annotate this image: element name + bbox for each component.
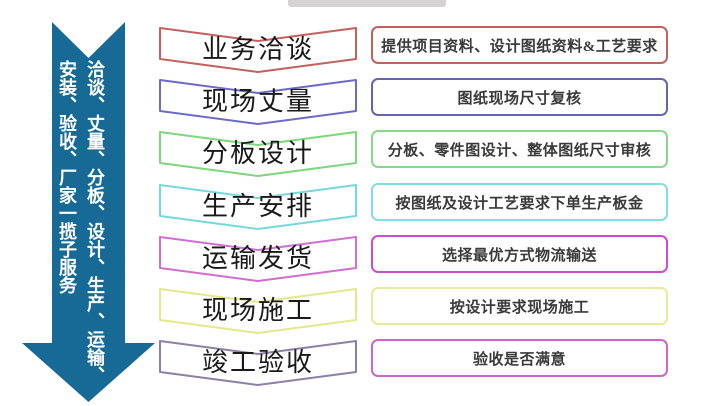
chevron-step-5: 运输发货 [159,236,357,282]
chevron-shape [159,27,357,73]
chevron-step-1: 业务洽谈 [159,27,357,73]
chevron-step-label: 竣工验收 [201,348,314,377]
description-box-2: 图纸现场尺寸复核 [371,78,668,116]
description-box-7: 验收是否满意 [371,339,668,377]
description-box-3: 分板、零件图设计、整体图纸尺寸审核 [371,130,668,168]
chevron-step-label: 业务洽谈 [201,35,314,64]
chevron-shape [159,79,357,125]
description-text: 按设计要求现场施工 [449,299,590,316]
chevron-shape [159,340,357,386]
chevron-step-7: 竣工验收 [159,340,357,386]
description-text: 验收是否满意 [472,351,566,368]
down-arrow-shape [22,22,155,402]
description-text: 选择最优方式物流输送 [441,247,597,264]
chevron-step-label: 现场施工 [201,296,314,325]
description-text: 图纸现场尺寸复核 [457,90,582,107]
chevron-shape [159,288,357,334]
chevron-step-label: 生产安排 [201,192,314,221]
chevron-step-label: 分板设计 [201,139,314,168]
chevron-step-4: 生产安排 [159,184,357,230]
chevron-shape [159,131,357,177]
description-box-4: 按图纸及设计工艺要求下单生产板金 [371,183,668,221]
arrow-vertical-text: 洽谈、丈量、分板、设计、生产、运输、 安装、验收、厂家一揽子服务 [51,60,109,388]
chevron-step-6: 现场施工 [159,288,357,334]
chevron-shape [159,184,357,230]
top-crop-artifact [288,0,446,7]
arrow-text-line2: 安装、验收、厂家一揽子服务 [57,60,77,294]
chevron-step-label: 现场丈量 [201,87,314,116]
description-text: 提供项目资料、设计图纸资料&工艺要求 [381,38,658,55]
description-box-5: 选择最优方式物流输送 [371,235,668,273]
description-text: 分板、零件图设计、整体图纸尺寸审核 [387,142,652,159]
description-box-6: 按设计要求现场施工 [371,287,668,325]
chevron-step-label: 运输发货 [201,244,314,273]
arrow-text-line1: 洽谈、丈量、分板、设计、生产、运输、 [85,60,105,384]
description-box-1: 提供项目资料、设计图纸资料&工艺要求 [371,26,668,64]
down-arrow-banner [22,22,155,402]
description-text: 按图纸及设计工艺要求下单生产板金 [395,195,644,212]
chevron-step-3: 分板设计 [159,131,357,177]
chevron-step-2: 现场丈量 [159,79,357,125]
chevron-shape [159,236,357,282]
